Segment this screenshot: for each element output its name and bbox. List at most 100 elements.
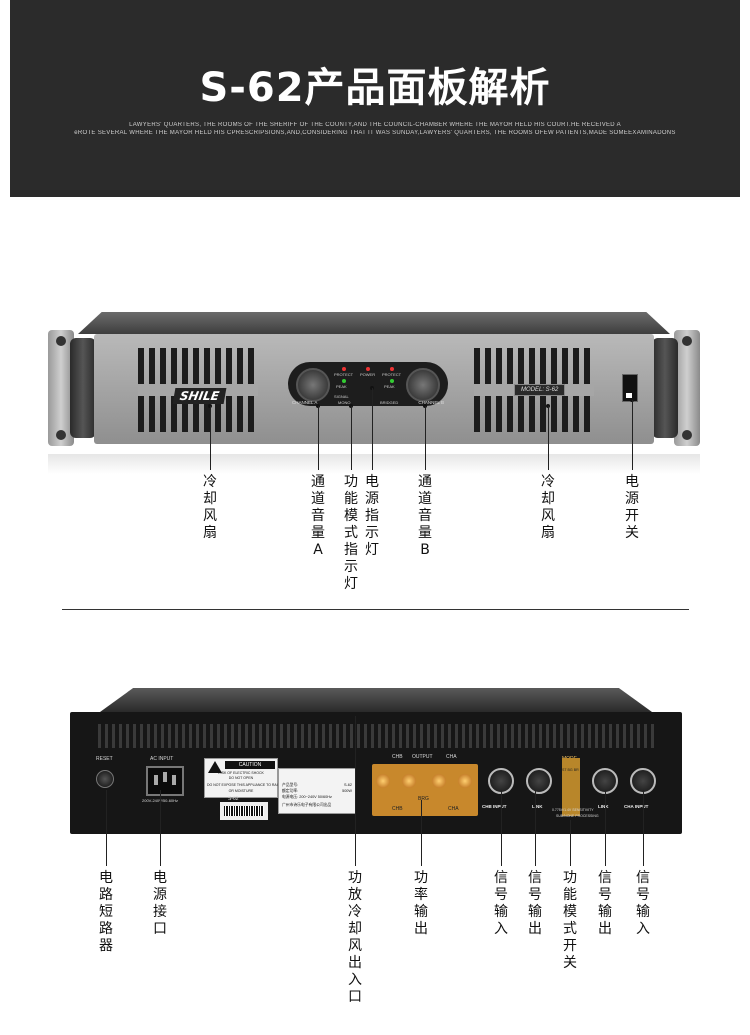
brand-logo: SHILE [172, 388, 227, 404]
handle-left [70, 338, 96, 438]
reset-breaker-icon [96, 770, 114, 788]
spec-name-label: 产品型号: [282, 783, 299, 787]
label-link-a: LINK [598, 804, 609, 809]
label-sensitivity: 0.775V/1.4V SENSITIVITY [552, 808, 594, 812]
binding-post-icon [432, 774, 446, 788]
leader-line [372, 388, 373, 470]
label-power-indicator: 电源指示灯 [365, 474, 379, 558]
label-fan-right: 冷却风扇 [541, 474, 555, 541]
label-mode-switch: 功能模式开关 [563, 870, 577, 971]
label-ac-input: AC INPUT [150, 756, 174, 762]
led-label-bridged: BRIDGED [380, 400, 399, 405]
caution-line-2: DO NOT OPEN [228, 776, 254, 780]
subtitle-line-1: LAWYERS' QUARTERS, THE ROOMS OF THE SHER… [129, 122, 621, 128]
leader-line [425, 406, 426, 470]
page-title: S-62产品面板解析 [199, 65, 551, 111]
barcode-sticker [220, 802, 268, 820]
label-processing: SUB/NONE PROCESSING [556, 814, 599, 818]
label-input-a: 信号输入 [636, 870, 650, 937]
spec-power-label: 额定功率: [282, 789, 299, 793]
subtitle-line-2: eROTE SEVERAL WHERE THE MAYOR HELD HIS C… [74, 130, 676, 136]
label-speaker-out: 功率输出 [414, 870, 428, 937]
label-input-b: 信号输入 [494, 870, 508, 937]
section-divider [62, 609, 689, 610]
led-label-peak-a: PEAK [336, 384, 347, 389]
model-badge: MODEL: S-62 [514, 384, 566, 396]
control-section: CHANNEL A CHANNEL B PROTECT POWER PROTEC… [288, 362, 448, 406]
mode-switch-panel: ST BG BR [562, 758, 580, 816]
leader-line [643, 790, 644, 866]
led-protect-a-icon [342, 367, 346, 371]
led-cluster: PROTECT POWER PROTECT PEAK PEAK SIGNAL M… [334, 366, 402, 405]
spec-sticker: 产品型号: S-62 额定功率: 500W 电源电压: 200~240V 50/60… [278, 768, 356, 814]
label-channel-a: CHANNEL A [292, 400, 318, 405]
led-label-mono: MONO [338, 400, 351, 405]
led-power-icon [366, 367, 370, 371]
label-reset: RESET [96, 756, 113, 762]
spec-maker: 广州市诗乐电子有限公司出品 [282, 803, 332, 807]
spec-power-value: 500W [342, 789, 352, 793]
leader-line [501, 790, 502, 866]
caution-title: CAUTION [225, 761, 275, 769]
chassis-top [78, 312, 670, 334]
leader-line [318, 406, 319, 470]
label-out-cha: CHA [448, 806, 459, 812]
leader-line [548, 406, 549, 470]
ac-socket-icon [146, 766, 184, 796]
caution-line-1: RISK OF ELECTRIC SHOCK [218, 771, 264, 775]
led-protect-b-icon [390, 367, 394, 371]
leader-line [106, 790, 107, 866]
label-fan-left: 冷却风扇 [203, 474, 217, 541]
led-label-power: POWER [360, 372, 376, 377]
speaker-output-panel: CHB BRG CHA [372, 764, 478, 816]
label-volume-b: 通道音量B [418, 474, 432, 558]
caution-sticker: CAUTION RISK OF ELECTRIC SHOCK DO NOT OP… [204, 758, 281, 798]
vent-grille [98, 724, 654, 748]
warning-icon [208, 761, 222, 773]
leader-line [210, 406, 211, 470]
label-breaker: 电路短路器 [99, 870, 113, 954]
led-label-peak-b: PEAK [384, 384, 395, 389]
label-fan-vent: 功放冷却风出入口 [348, 870, 362, 1005]
leader-line [160, 790, 161, 866]
led-peak-a-icon [342, 379, 346, 383]
mode-options: ST BG BR [562, 768, 579, 772]
spec-name-value: S-62 [343, 783, 352, 787]
front-reflection [48, 454, 700, 474]
xlr-chb-input-icon [488, 768, 514, 794]
knob-channel-a-icon [296, 368, 330, 402]
label-volume-a: 通道音量A [311, 474, 325, 558]
led-label-protect-a: PROTECT [334, 372, 354, 377]
label-output-cha: CHA [446, 754, 457, 760]
label-link-out-a: 信号输出 [598, 870, 612, 937]
binding-post-icon [458, 774, 472, 788]
handle-right [652, 338, 678, 438]
rear-chassis-top [100, 688, 652, 712]
label-cha-input: CHA INPUT [624, 804, 649, 809]
xlr-link-b-icon [526, 768, 552, 794]
led-peak-b-icon [390, 379, 394, 383]
binding-post-icon [402, 774, 416, 788]
label-power-socket: 电源接口 [153, 870, 167, 937]
led-label-signal: SIGNAL [334, 394, 349, 399]
knob-channel-b-icon [406, 368, 440, 402]
spec-voltage: 电源电压: 200~240V 50/60Hz [282, 795, 332, 799]
label-link-b: LINK [532, 804, 543, 809]
caution-line-4: OR MOISTURE [228, 789, 254, 793]
rack-ear-right [674, 330, 700, 446]
barcode-caption: S-62 [228, 796, 239, 802]
leader-line [570, 820, 571, 866]
front-panel-image: SHILE CHANNEL A CHANNEL B PROTECT POWER … [48, 312, 700, 452]
label-link-out-b: 信号输出 [528, 870, 542, 937]
label-out-chb: CHB [392, 806, 403, 812]
label-chb-input: CHB INPUT [482, 804, 507, 809]
label-channel-b: CHANNEL B [418, 400, 444, 405]
header-banner: S-62产品面板解析 LAWYERS' QUARTERS, THE ROOMS … [10, 0, 740, 197]
label-output: OUTPUT [412, 754, 433, 760]
label-out-brg: BRG [418, 796, 429, 802]
label-mode-indicator: 功能模式指示灯 [344, 474, 358, 592]
binding-post-icon [376, 774, 390, 788]
leader-line [351, 406, 352, 470]
caution-line-3: DO NOT EXPOSE THIS APPLIANCE TO RAIN [207, 783, 281, 787]
leader-line [632, 400, 633, 470]
